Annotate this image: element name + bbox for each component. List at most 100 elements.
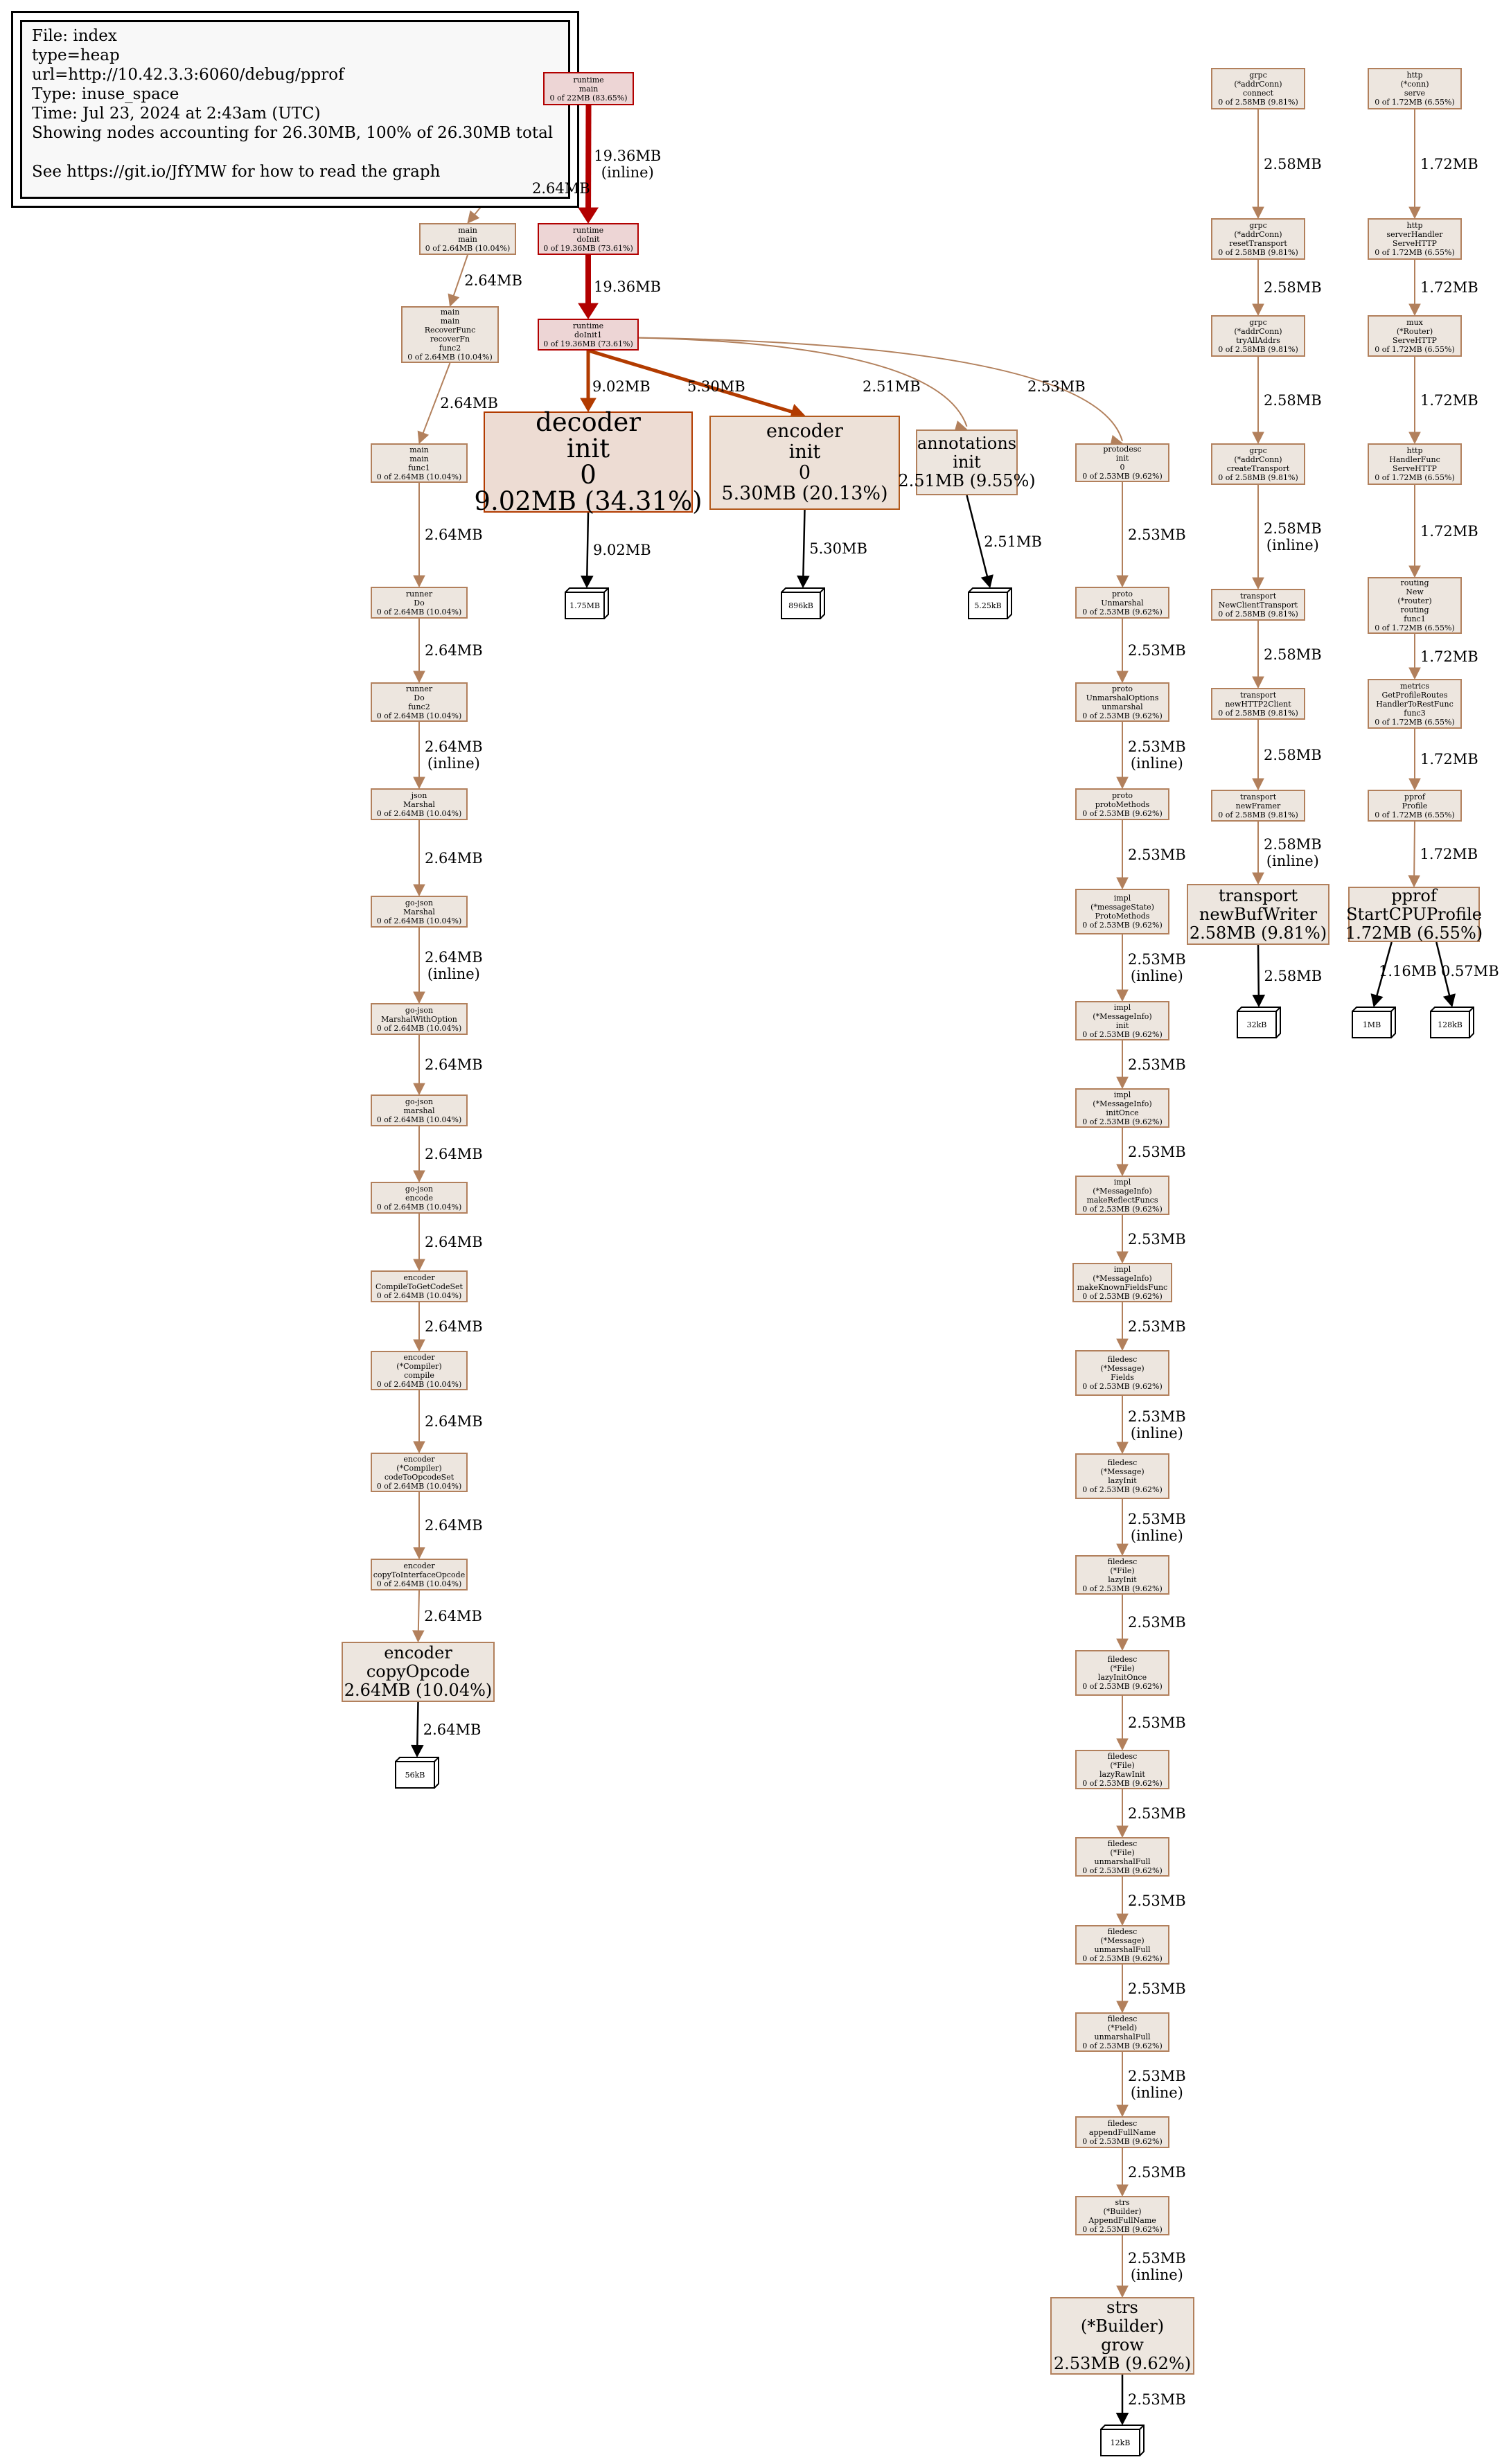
allocation-box-bufwriter[interactable]: 32kB: [1237, 1007, 1281, 1038]
edge-label-line: 2.53MB: [1128, 1318, 1186, 1335]
edge-e7[interactable]: [587, 348, 793, 414]
edge-e13[interactable]: [966, 495, 989, 577]
node-label-line: ProtoMethods: [1095, 912, 1150, 921]
node-label-line: 0 of 22MB (83.65%): [549, 93, 628, 103]
allocation-box-copyopcode[interactable]: 56kB: [395, 1757, 439, 1789]
allocation-box-pprof-128kb[interactable]: 128kB: [1430, 1007, 1474, 1038]
edge-label: 2.64MB: [425, 1318, 483, 1335]
edge-e60[interactable]: [1413, 821, 1415, 876]
edge-e26[interactable]: [416, 1701, 419, 1746]
legend-line: Type: inuse_space: [32, 85, 179, 103]
edge-label: 2.53MB: [1128, 847, 1186, 863]
edge-arrowhead: [1116, 1164, 1129, 1177]
edge-arrowhead: [1408, 565, 1421, 578]
allocation-box-pprof-1mb[interactable]: 1MB: [1352, 1007, 1396, 1038]
edge-e62[interactable]: [1435, 941, 1451, 996]
edge-label: 2.53MB: [1128, 1980, 1186, 1997]
edge-e25[interactable]: [417, 1590, 420, 1631]
edge-label: 19.36MB: [594, 278, 661, 295]
allocation-box-decoder[interactable]: 1.75MB: [565, 587, 609, 619]
allocation-box-strs[interactable]: 12kB: [1100, 2425, 1145, 2456]
edge-label-line: 2.64MB: [425, 1413, 483, 1430]
node-label-line: 0 of 2.64MB (10.04%): [376, 607, 462, 617]
node-label-line: encoder: [403, 1273, 435, 1282]
node-label-line: (*Message): [1100, 1935, 1145, 1945]
edge-arrowhead: [1116, 1913, 1129, 1926]
allocation-box-encoder[interactable]: 896kB: [781, 587, 825, 619]
edge-e61[interactable]: [1376, 941, 1393, 996]
edge-arrowhead: [1442, 993, 1456, 1008]
allocation-box-annotations[interactable]: 5.25kB: [968, 587, 1012, 619]
edge-e12[interactable]: [802, 509, 806, 576]
edge-label: 1.72MB: [1420, 523, 1478, 540]
edge-arrowhead: [467, 210, 480, 224]
edge-e9[interactable]: [638, 337, 1123, 441]
edge-label-line: 2.53MB: [1128, 738, 1186, 755]
edge-e5[interactable]: [422, 362, 451, 434]
edge-label: 1.72MB: [1420, 751, 1478, 768]
edge-e3[interactable]: [452, 254, 468, 296]
node-label-line: NewClientTransport: [1218, 600, 1298, 610]
edge-e53[interactable]: [1257, 944, 1260, 995]
edge-e8[interactable]: [638, 337, 968, 427]
edge-e11[interactable]: [586, 512, 590, 576]
